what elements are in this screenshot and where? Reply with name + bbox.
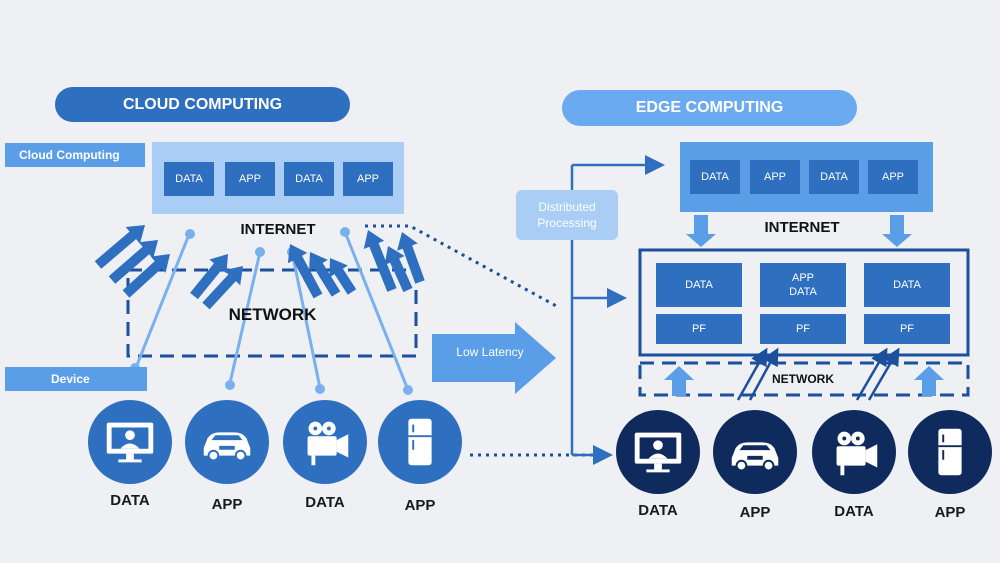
cloud-device-label-3: DATA xyxy=(305,494,345,511)
cloud-upload-arrow-6 xyxy=(287,244,323,299)
cloud-device-links xyxy=(133,231,410,391)
edge-device-label-1: DATA xyxy=(638,502,678,519)
edge-block-data-1: DATA xyxy=(690,160,740,194)
edge-block-app-1: APP xyxy=(750,160,800,194)
distributed-processing-box: Distributed Processing xyxy=(516,190,618,240)
edge-up-arrow-right xyxy=(914,366,944,396)
cloud-block-data-2: DATA xyxy=(284,162,334,196)
edge-network-box xyxy=(638,361,970,397)
edge-network-label: NETWORK xyxy=(772,372,834,386)
refrigerator-icon xyxy=(938,428,962,476)
edge-device-label-4: APP xyxy=(934,504,966,521)
refrigerator-icon xyxy=(408,418,432,466)
edge-computing-title: EDGE COMPUTING xyxy=(562,90,857,126)
cloud-block-data-1: DATA xyxy=(164,162,214,196)
cloud-block-app-1: APP xyxy=(225,162,275,196)
edge-block-data-2: DATA xyxy=(809,160,859,194)
edge-device-monitor xyxy=(616,410,700,494)
cloud-upload-arrow-2 xyxy=(108,240,158,284)
video-camera-icon xyxy=(836,431,878,476)
cloud-upload-arrow-11 xyxy=(397,232,425,284)
cloud-device-car xyxy=(185,400,269,484)
monitor-icon xyxy=(106,422,154,463)
car-icon xyxy=(203,432,251,462)
cloud-upload-arrow-9 xyxy=(363,230,397,292)
edge-device-car xyxy=(713,410,797,494)
cloud-device-label-1: DATA xyxy=(110,492,150,509)
edge-device-camera xyxy=(812,410,896,494)
edge-node-3-top: DATA xyxy=(864,263,950,307)
cloud-internet-label: INTERNET xyxy=(240,221,316,238)
cloud-upload-arrow-3 xyxy=(122,254,170,298)
edge-node-2-bottom: PF xyxy=(760,314,846,344)
low-latency-label: Low Latency xyxy=(456,345,524,359)
cloud-network-label: NETWORK xyxy=(228,305,317,324)
cloud-upload-arrow-1 xyxy=(94,225,145,269)
cloud-upload-arrow-8 xyxy=(329,258,357,295)
cloud-upload-arrows xyxy=(94,225,425,310)
device-tag: Device xyxy=(5,367,147,391)
cloud-block-app-2: APP xyxy=(343,162,393,196)
edge-down-arrow-right xyxy=(882,215,912,247)
edge-node-1-bottom: PF xyxy=(656,314,742,344)
cloud-network-box xyxy=(126,268,418,358)
cloud-device-fridge xyxy=(378,400,462,484)
edge-node-2-top: APP DATA xyxy=(760,263,846,307)
cloud-device-label-2: APP xyxy=(211,496,243,513)
edge-internet-label: INTERNET xyxy=(764,219,840,236)
cloud-upload-arrow-4 xyxy=(190,254,228,300)
cloud-device-camera xyxy=(283,400,367,484)
low-latency-arrow xyxy=(432,322,556,394)
cloud-computing-tag: Cloud Computing xyxy=(5,143,145,167)
edge-device-label-2: APP xyxy=(739,504,771,521)
cloud-device-monitor xyxy=(88,400,172,484)
edge-down-arrow-left xyxy=(686,215,716,247)
cloud-upload-arrow-7 xyxy=(309,252,341,297)
edge-node-1-top: DATA xyxy=(656,263,742,307)
monitor-icon xyxy=(634,432,682,473)
cloud-upload-arrow-10 xyxy=(384,246,413,293)
edge-device-label-3: DATA xyxy=(834,503,874,520)
edge-device-links xyxy=(736,347,900,401)
video-camera-icon xyxy=(307,421,349,466)
edge-up-arrow-left xyxy=(664,366,694,396)
edge-block-app-2: APP xyxy=(868,160,918,194)
edge-device-fridge xyxy=(908,410,992,494)
cloud-computing-title: CLOUD COMPUTING xyxy=(55,87,350,122)
cloud-device-label-4: APP xyxy=(404,497,436,514)
car-icon xyxy=(731,442,779,472)
edge-node-3-bottom: PF xyxy=(864,314,950,344)
cloud-upload-arrow-5 xyxy=(202,266,243,310)
